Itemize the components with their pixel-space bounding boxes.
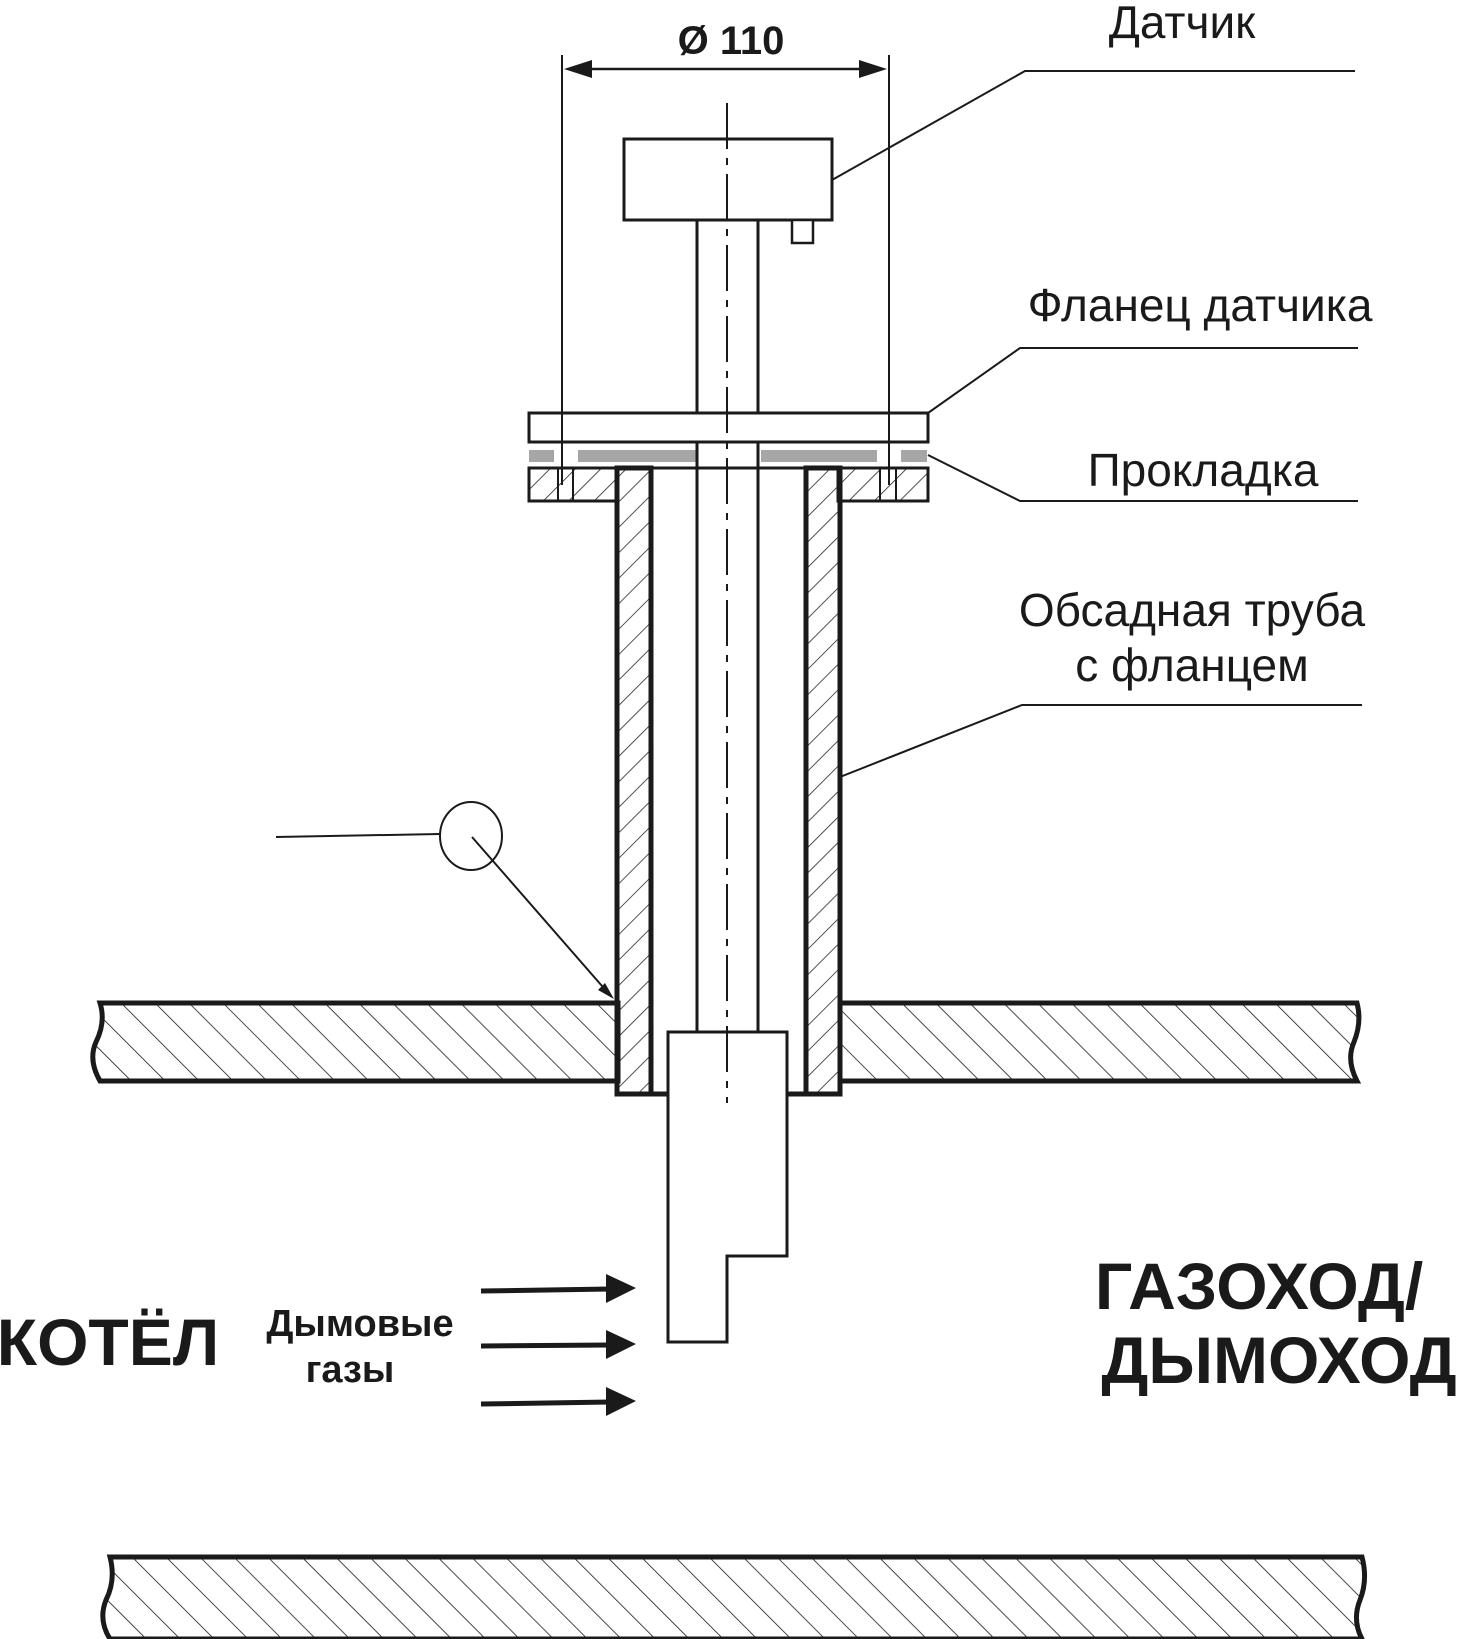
leader-lines xyxy=(275,70,1362,995)
boiler-label: КОТЁЛ xyxy=(0,1305,219,1379)
upper-duct-wall xyxy=(90,1000,1362,1084)
casing-pipe xyxy=(527,465,930,1097)
flue-gases-label-line1: Дымовые xyxy=(266,1303,453,1345)
casing-pipe-label-line1: Обсадная труба xyxy=(1019,584,1366,636)
gasket-label: Прокладка xyxy=(1088,444,1319,496)
gas-duct-label-line2: ДЫМОХОД xyxy=(1101,1323,1456,1397)
weld-leader-arrowhead xyxy=(598,983,614,999)
flue-gas-arrows xyxy=(480,1274,636,1416)
diameter-label: Ø 110 xyxy=(678,19,785,63)
gas-duct-label-line1: ГАЗОХОД/ xyxy=(1095,1249,1423,1323)
sensor-flange xyxy=(527,411,930,444)
sensor-flange-label: Фланец датчика xyxy=(1028,279,1373,331)
sensor-label: Датчик xyxy=(1109,0,1256,48)
flue-gases-label-line2: газы xyxy=(306,1349,395,1391)
weld-detail-circle xyxy=(439,801,503,871)
lower-duct-wall xyxy=(100,1554,1368,1639)
diameter-dimension xyxy=(561,55,890,485)
gasket xyxy=(529,450,927,462)
casing-pipe-label-line2: с фланцем xyxy=(1075,639,1308,691)
